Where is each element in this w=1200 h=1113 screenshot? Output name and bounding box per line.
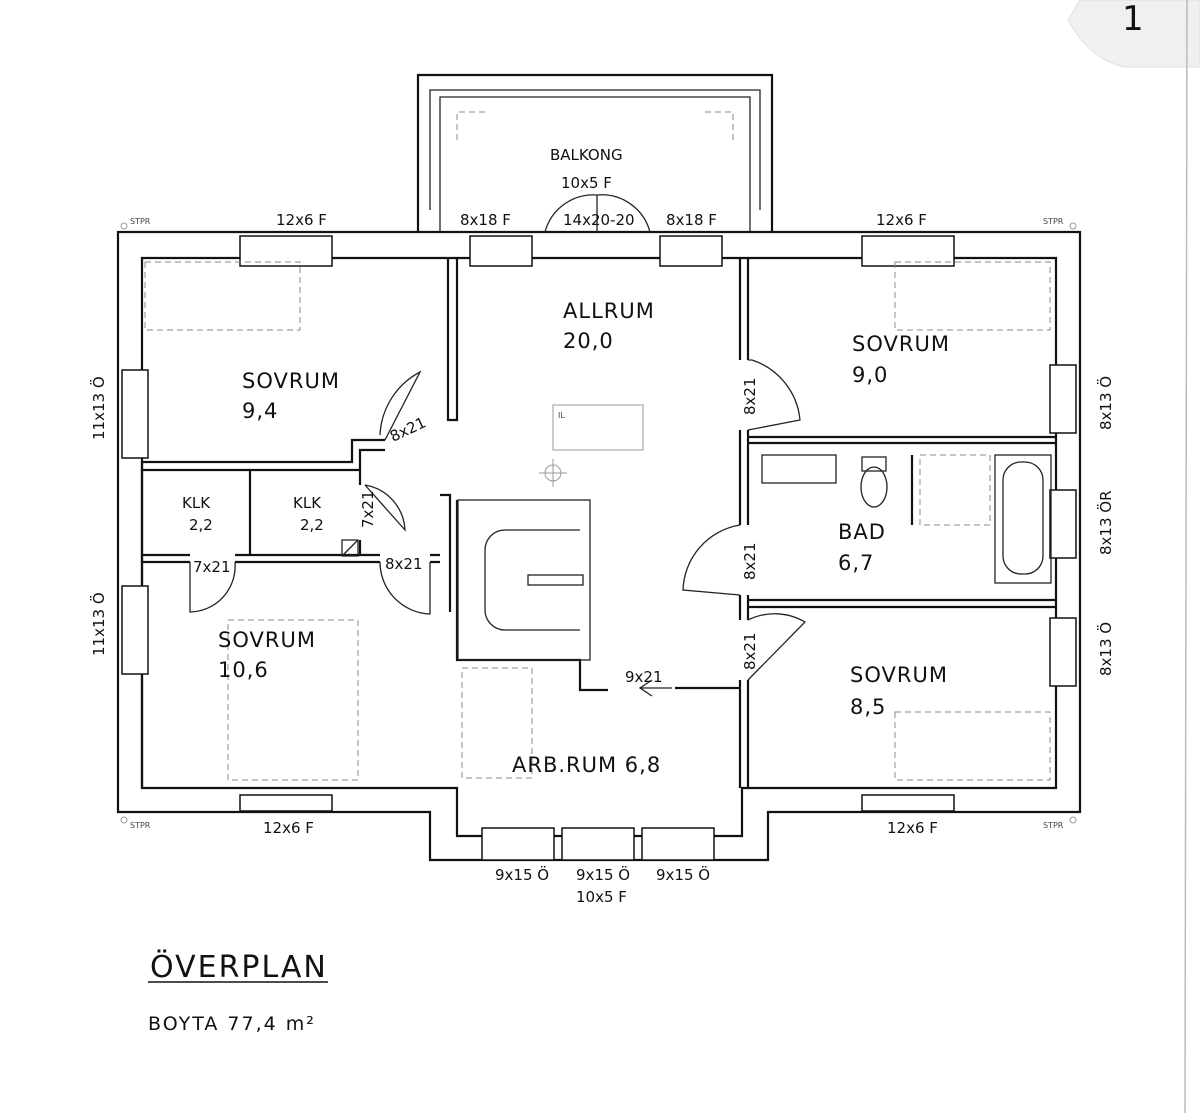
window-label: 9x15 Ö [495, 865, 549, 884]
stpr-label: STPR [1043, 217, 1064, 226]
arbrum-label: ARB.RUM 6,8 [512, 753, 661, 777]
klk2-area: 2,2 [300, 516, 324, 534]
klk2-label: KLK [293, 494, 322, 512]
balcony [416, 73, 774, 232]
door-label: 8x21 [741, 632, 759, 670]
sovrum-nw-area: 9,4 [242, 399, 278, 423]
allrum-area: 20,0 [563, 329, 614, 353]
area-label: BOYTA 77,4 m² [148, 1013, 316, 1035]
balkong-door: 10x5 F [561, 174, 612, 192]
windows [121, 235, 1077, 861]
door-label: 8x21 [387, 413, 429, 445]
bad-area: 6,7 [838, 551, 874, 575]
sovrum-nw-label: SOVRUM [242, 369, 340, 393]
page-tab[interactable]: 1 [1067, 0, 1200, 1113]
stpr-label: STPR [1043, 821, 1064, 830]
window-label: 8x13 Ö [1096, 622, 1115, 676]
klk1-label: KLK [182, 494, 211, 512]
stpr-markers: STPR STPR STPR STPR [120, 217, 1077, 830]
door-labels: 8x21 7x21 7x21 8x21 8x21 8x21 8x21 9x21 [193, 377, 759, 686]
stpr-label: STPR [130, 821, 151, 830]
sovrum-sw-area: 10,6 [218, 658, 269, 682]
window-label: 12x6 F [263, 819, 314, 837]
door-label: 8x21 [741, 542, 759, 580]
window-label: 8x13 Ö [1096, 376, 1115, 430]
furniture: IL [144, 261, 1052, 781]
window-label: 8x18 F [666, 211, 717, 229]
window-label: 10x5 F [576, 888, 627, 906]
il-marker: IL [558, 411, 565, 420]
window-label: 12x6 F [876, 211, 927, 229]
window-label: 9x15 Ö [576, 865, 630, 884]
exterior-walls [116, 230, 1082, 862]
sovrum-se-label: SOVRUM [850, 663, 948, 687]
window-label: 11x13 Ö [89, 376, 108, 440]
door-label: 8x21 [741, 377, 759, 415]
sovrum-ne-area: 9,0 [852, 363, 888, 387]
door-label: 7x21 [359, 490, 377, 528]
door-label: 8x21 [385, 555, 423, 573]
page-number: 1 [1122, 0, 1144, 39]
window-label: 8x13 ÖR [1096, 490, 1115, 555]
window-label: 14x20-20 [563, 211, 635, 229]
sovrum-sw-label: SOVRUM [218, 628, 316, 652]
stpr-label: STPR [130, 217, 151, 226]
window-label: 11x13 Ö [89, 592, 108, 656]
window-labels: 12x6 F 8x18 F 14x20-20 8x18 F 12x6 F 11x… [89, 211, 1115, 906]
window-label: 12x6 F [276, 211, 327, 229]
door-swings [189, 194, 807, 697]
allrum-label: ALLRUM [563, 299, 655, 323]
bad-label: BAD [838, 520, 886, 544]
window-label: 12x6 F [887, 819, 938, 837]
klk1-area: 2,2 [189, 516, 213, 534]
sovrum-ne-label: SOVRUM [852, 332, 950, 356]
sovrum-se-area: 8,5 [850, 695, 886, 719]
title-block: ÖVERPLAN BOYTA 77,4 m² [148, 949, 328, 1035]
window-label: 9x15 Ö [656, 865, 710, 884]
balkong-label: BALKONG [550, 146, 623, 164]
door-label: 9x21 [625, 668, 663, 686]
window-label: 8x18 F [460, 211, 511, 229]
plan-title: ÖVERPLAN [150, 949, 328, 985]
door-label: 7x21 [193, 558, 231, 576]
room-labels: BALKONG 10x5 F ALLRUM 20,0 SOVRUM 9,4 SO… [182, 146, 950, 777]
